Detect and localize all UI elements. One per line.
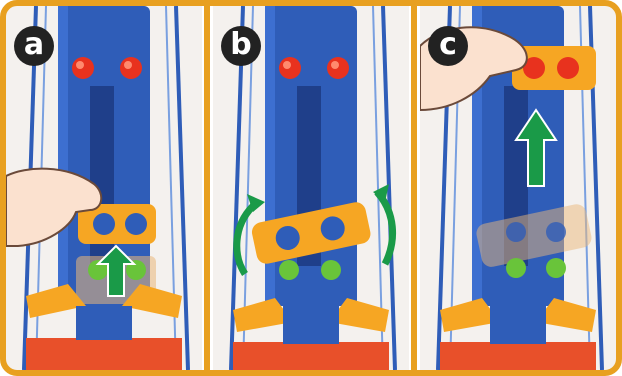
panel-c: c bbox=[420, 6, 616, 370]
base-neck bbox=[490, 306, 546, 344]
tower-edge bbox=[58, 6, 68, 306]
red-light bbox=[279, 57, 301, 79]
base-neck bbox=[283, 306, 339, 344]
step-badge-c: c bbox=[428, 26, 468, 66]
base bbox=[440, 342, 596, 370]
red-light bbox=[72, 57, 94, 79]
ghost-hole bbox=[506, 222, 526, 242]
ghost-hole bbox=[546, 222, 566, 242]
base bbox=[233, 342, 389, 370]
red-light bbox=[557, 57, 579, 79]
step-badge-b: b bbox=[221, 26, 261, 66]
base-neck bbox=[76, 306, 132, 340]
red-light bbox=[120, 57, 142, 79]
panel-a: a bbox=[6, 6, 202, 370]
red-light bbox=[327, 57, 349, 79]
step-badge-a: a bbox=[14, 26, 54, 66]
red-light-shine bbox=[124, 61, 132, 69]
base bbox=[26, 338, 182, 370]
rotate-arrow-icon bbox=[233, 203, 256, 276]
green-light bbox=[506, 258, 526, 278]
green-light bbox=[321, 260, 341, 280]
green-light bbox=[546, 258, 566, 278]
red-light-shine bbox=[76, 61, 84, 69]
red-light-shine bbox=[331, 61, 339, 69]
slider-hole bbox=[93, 213, 115, 235]
slider-hole bbox=[125, 213, 147, 235]
panel-b: b bbox=[213, 6, 409, 370]
red-light-shine bbox=[283, 61, 291, 69]
green-light bbox=[279, 260, 299, 280]
